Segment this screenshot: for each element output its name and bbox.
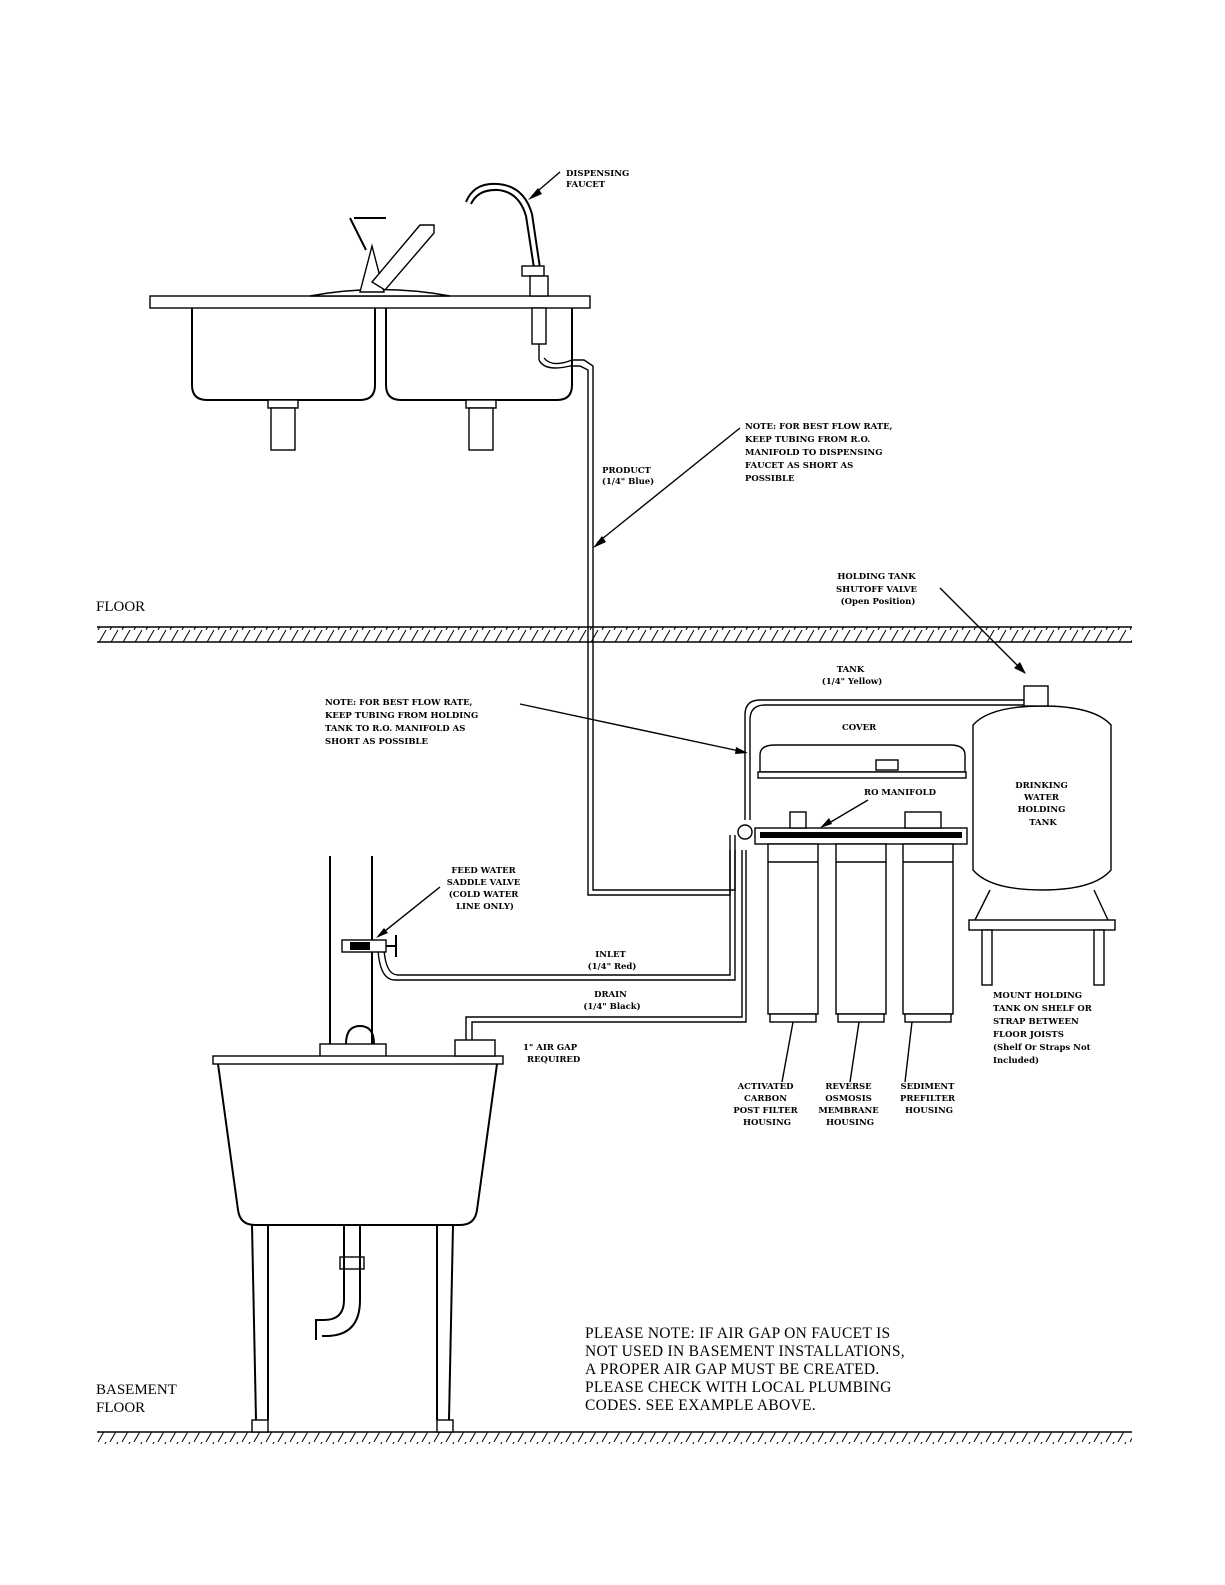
label-basement-floor: BASEMENT FLOOR <box>96 1382 180 1416</box>
upper-floor <box>97 626 1132 643</box>
utility-tub <box>212 1024 504 1433</box>
label-mount-tank: MOUNT HOLDING TANK ON SHELF OR STRAP BET… <box>993 991 1095 1066</box>
label-tank-tube: TANK (1/4" Yellow) <box>822 665 883 687</box>
label-air-gap: 1" AIR GAP REQUIRED <box>523 1043 581 1065</box>
inlet-tubing <box>377 850 736 981</box>
label-feed-water: FEED WATER SADDLE VALVE (COLD WATER LINE… <box>447 866 523 912</box>
saddle-valve <box>341 935 397 957</box>
label-ro-manifold: RO MANIFOLD <box>864 788 937 798</box>
cold-water-pipe <box>329 856 373 1050</box>
label-cover: COVER <box>842 723 877 733</box>
please-note: PLEASE NOTE: IF AIR GAP ON FAUCET IS NOT… <box>585 1325 909 1414</box>
ro-manifold <box>737 811 968 845</box>
filter-housings <box>767 843 954 1023</box>
label-note-tank: NOTE: FOR BEST FLOW RATE, KEEP TUBING FR… <box>325 698 481 747</box>
label-carbon-filter: ACTIVATED CARBON POST FILTER HOUSING <box>733 1082 800 1128</box>
label-drinking-tank: DRINKING WATER HOLDING TANK <box>1015 781 1071 828</box>
tank-tubing <box>744 690 1036 820</box>
label-inlet: INLET (1/4" Red) <box>588 950 637 972</box>
label-membrane: REVERSE OSMOSIS MEMBRANE HOUSING <box>818 1082 881 1128</box>
label-product: PRODUCT (1/4" Blue) <box>602 466 654 487</box>
ro-cover <box>757 744 967 779</box>
basement-floor-hatch <box>97 1431 1132 1444</box>
label-floor: FLOOR <box>96 599 145 615</box>
dispensing-faucet <box>465 182 549 360</box>
label-dispensing-faucet: DISPENSING FAUCET <box>566 169 632 190</box>
holding-tank <box>968 685 1116 986</box>
label-holding-tank-valve: HOLDING TANK SHUTOFF VALVE (Open Positio… <box>836 572 920 607</box>
drain-tubing <box>465 850 747 1040</box>
label-drain: DRAIN (1/4" Black) <box>583 990 640 1012</box>
label-note-faucet: NOTE: FOR BEST FLOW RATE, KEEP TUBING FR… <box>745 422 895 484</box>
kitchen-sink <box>149 217 591 451</box>
product-tubing <box>538 357 736 896</box>
label-sediment: SEDIMENT PREFILTER HOUSING <box>900 1082 958 1116</box>
leader-lines <box>376 171 1026 1083</box>
